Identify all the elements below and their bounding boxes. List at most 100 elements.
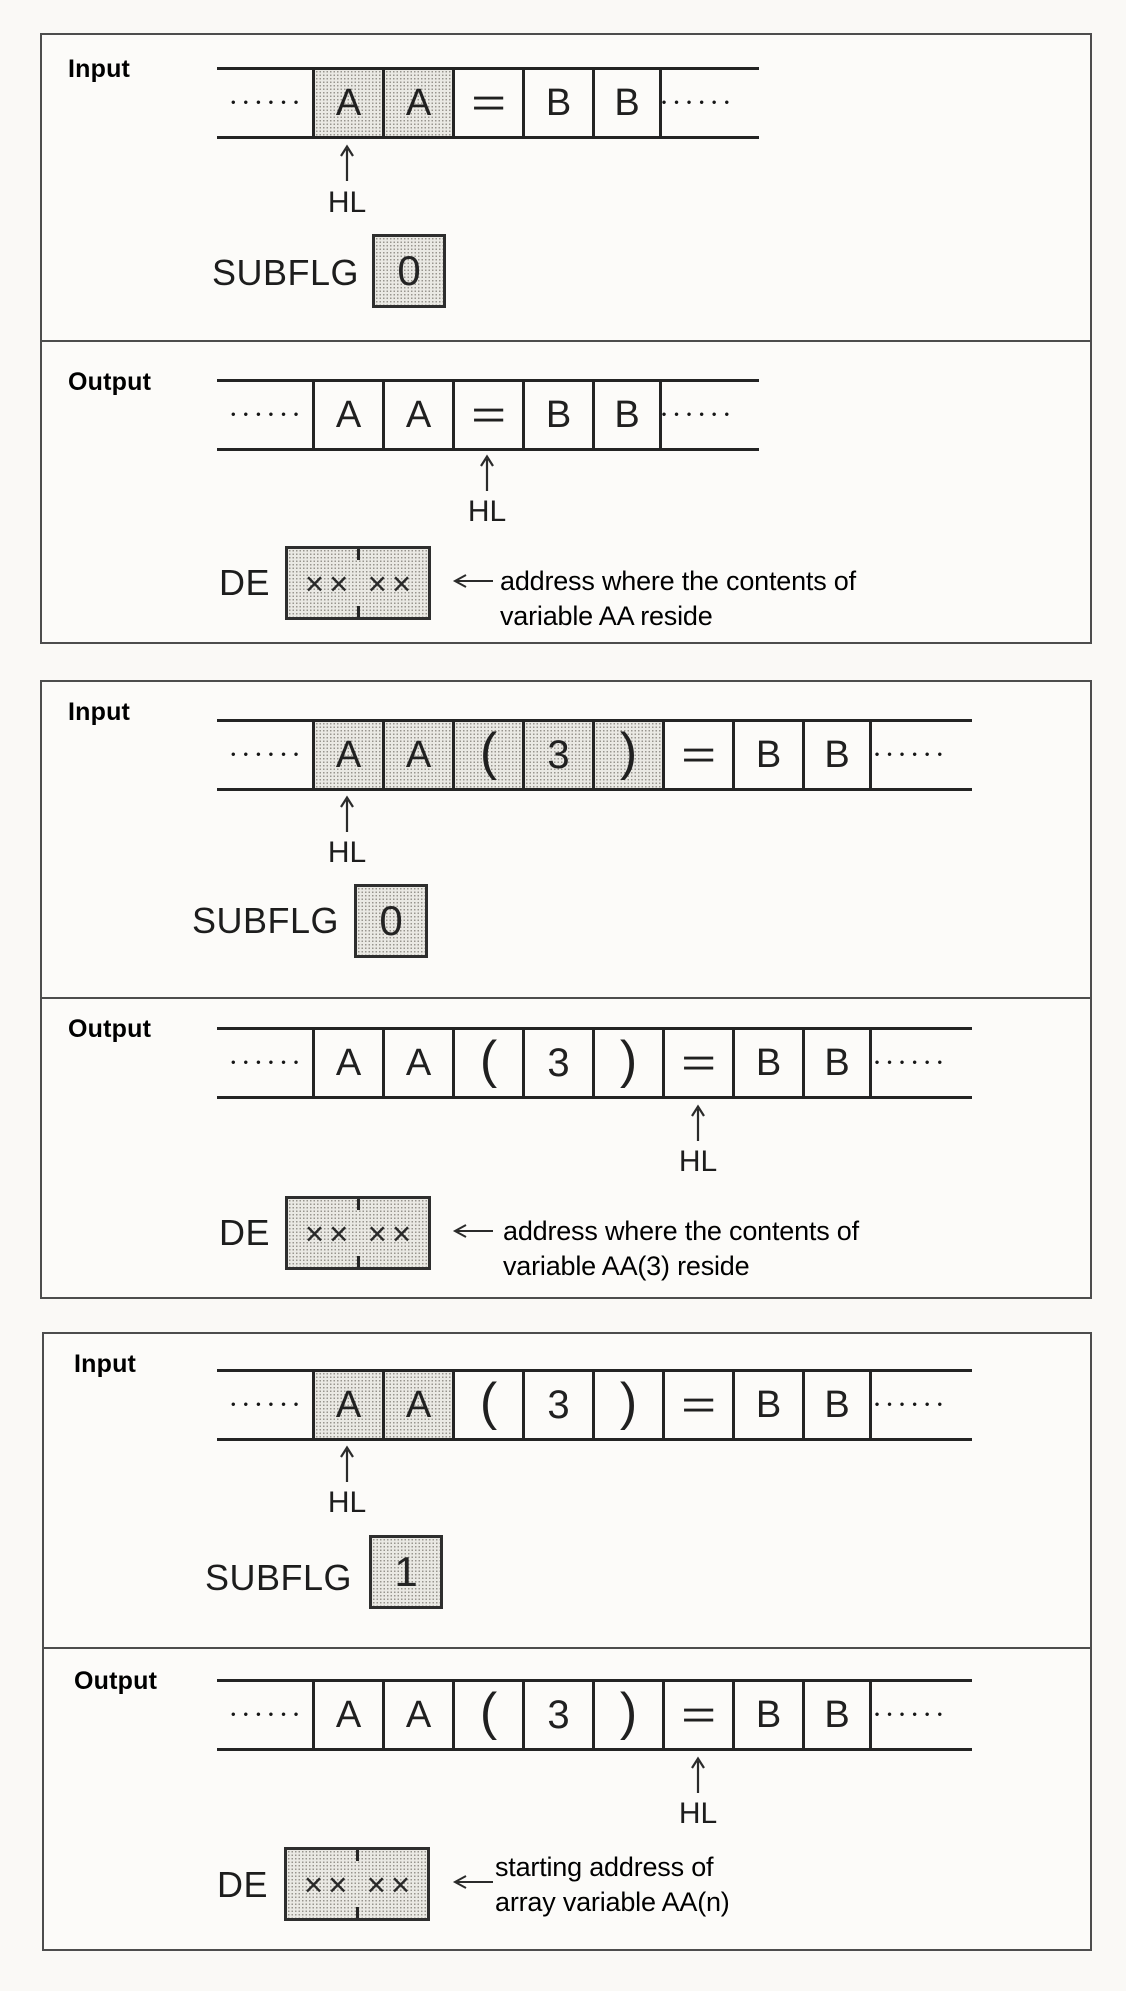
tape-cell: B [732, 1030, 802, 1096]
tape-cell: A [312, 1682, 382, 1748]
tape-cell: A [382, 70, 452, 136]
panel-simple-variable: Input •••••• A A = B B •••••• HL SUBFLG … [40, 33, 1092, 644]
memory-tape: •••••• A A ( 3 ) = B B •••••• [217, 1369, 972, 1441]
tape-cell: 3 [522, 1030, 592, 1096]
de-value: ×× ×× [304, 1214, 417, 1252]
tape-cell: = [662, 722, 732, 788]
section-label-output: Output [68, 368, 152, 396]
subflg-value: 1 [394, 1548, 418, 1595]
tape-cell: B [522, 70, 592, 136]
section-label-input: Input [68, 698, 131, 726]
tape-cell: ( [452, 1682, 522, 1748]
de-value: ×× ×× [304, 564, 417, 602]
annotation-text: address where the contents of variable A… [503, 1214, 859, 1284]
de-register-label: DE [219, 562, 271, 603]
annotation-line: variable AA reside [500, 601, 713, 631]
tape-cell: ) [592, 1372, 662, 1438]
subflg-register-label: SUBFLG [204, 1557, 352, 1598]
hl-up-arrow-icon [480, 454, 494, 491]
annotation-line: address where the contents of [500, 566, 856, 596]
hl-register-label: HL [678, 1797, 718, 1830]
tape-cell: B [802, 1682, 872, 1748]
tape-continuation-dots: •••••• [231, 1706, 307, 1722]
hl-up-arrow-icon [691, 1756, 705, 1793]
tape-cell: = [452, 70, 522, 136]
output-section: Output •••••• A A ( 3 ) = B B •••••• HL … [44, 1647, 1090, 1951]
tape-cell: A [312, 1372, 382, 1438]
de-value-box: ×× ×× [285, 546, 431, 620]
tape-cell: = [662, 1030, 732, 1096]
tape-continuation-dots: •••••• [874, 746, 950, 762]
tape-cell: B [732, 1682, 802, 1748]
memory-tape: •••••• A A = B B •••••• [217, 379, 759, 451]
memory-tape: •••••• A A ( 3 ) = B B •••••• [217, 719, 972, 791]
tape-cell: = [662, 1372, 732, 1438]
tape-cell: A [312, 382, 382, 448]
hl-up-arrow-icon [340, 1445, 354, 1482]
annotation-line: array variable AA(n) [495, 1887, 730, 1917]
memory-tape: •••••• A A = B B •••••• [217, 67, 759, 139]
de-value: ×× ×× [303, 1865, 416, 1903]
tape-cell: = [452, 382, 522, 448]
tape-continuation-dots: •••••• [874, 1054, 950, 1070]
section-label-output: Output [68, 1015, 152, 1043]
section-label-input: Input [68, 55, 131, 83]
hl-register-label: HL [467, 495, 507, 528]
tape-cell: A [312, 1030, 382, 1096]
left-arrow-icon [452, 1875, 493, 1889]
tape-continuation-dots: •••••• [231, 746, 307, 762]
subflg-value-box: 1 [369, 1535, 443, 1609]
tape-cell: ( [452, 722, 522, 788]
hl-register-label: HL [678, 1145, 718, 1178]
tape-cell: A [312, 70, 382, 136]
tape-cell: A [382, 1030, 452, 1096]
de-register-label: DE [219, 1212, 271, 1253]
subflg-value: 0 [397, 247, 421, 294]
section-label-input: Input [74, 1350, 137, 1378]
left-arrow-icon [452, 574, 493, 588]
subflg-register-label: SUBFLG [211, 252, 359, 293]
tape-continuation-dots: •••••• [231, 406, 307, 422]
input-section: Input •••••• A A = B B •••••• HL SUBFLG … [42, 35, 1090, 340]
de-register-label: DE [217, 1864, 269, 1905]
input-section: Input •••••• A A ( 3 ) = B B •••••• HL S… [42, 682, 1090, 997]
output-section: Output •••••• A A ( 3 ) = B B •••••• HL … [42, 997, 1090, 1299]
subflg-value: 0 [379, 897, 403, 944]
tape-cell: B [802, 1372, 872, 1438]
tape-cell: B [592, 382, 662, 448]
tape-continuation-dots: •••••• [231, 1054, 307, 1070]
tape-cell: B [522, 382, 592, 448]
memory-tape: •••••• A A ( 3 ) = B B •••••• [217, 1679, 972, 1751]
tape-continuation-dots: •••••• [661, 94, 737, 110]
tape-continuation-dots: •••••• [874, 1706, 950, 1722]
tape-cell: ( [452, 1030, 522, 1096]
de-value-box: ×× ×× [285, 1196, 431, 1270]
tape-cell: B [732, 722, 802, 788]
tape-cell: 3 [522, 722, 592, 788]
tape-cell: A [312, 722, 382, 788]
tape-continuation-dots: •••••• [231, 94, 307, 110]
left-arrow-icon [452, 1224, 493, 1238]
tape-cell: A [382, 1682, 452, 1748]
hl-up-arrow-icon [340, 795, 354, 832]
annotation-text: starting address of array variable AA(n) [495, 1850, 730, 1920]
tape-cell: ) [592, 1030, 662, 1096]
annotation-text: address where the contents of variable A… [500, 564, 856, 634]
tape-continuation-dots: •••••• [231, 1396, 307, 1412]
annotation-line: starting address of [495, 1852, 714, 1882]
tape-cell: ) [592, 722, 662, 788]
hl-up-arrow-icon [340, 144, 354, 181]
tape-cell: = [662, 1682, 732, 1748]
hl-register-label: HL [327, 836, 367, 869]
tape-cell: 3 [522, 1682, 592, 1748]
input-section: Input •••••• A A ( 3 ) = B B •••••• HL S… [44, 1334, 1090, 1647]
tape-continuation-dots: •••••• [661, 406, 737, 422]
tape-continuation-dots: •••••• [874, 1396, 950, 1412]
output-section: Output •••••• A A = B B •••••• HL DE ×× … [42, 340, 1090, 644]
tape-cell: B [592, 70, 662, 136]
hl-register-label: HL [327, 1486, 367, 1519]
annotation-line: variable AA(3) reside [503, 1251, 750, 1281]
subflg-value-box: 0 [354, 884, 428, 958]
tape-cell: A [382, 1372, 452, 1438]
